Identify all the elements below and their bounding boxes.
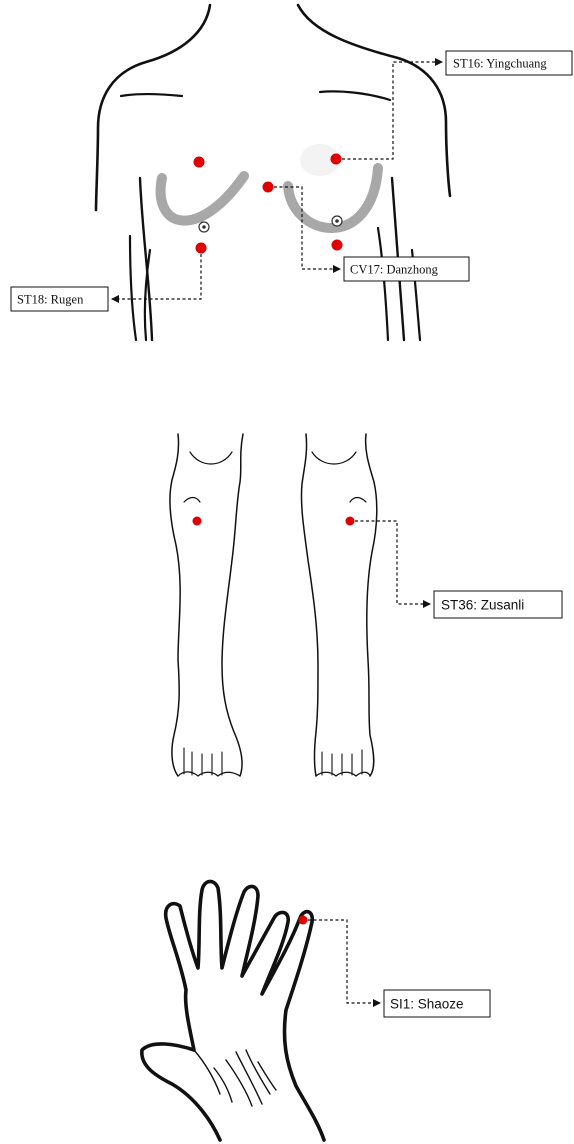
leg-acupoints: ST36: Zusanli [193,517,563,619]
left-foot-toes [178,772,240,776]
right-leg-outer-line [366,434,377,776]
left-nipple-center [202,225,206,229]
acupoint-marker-lower-right [332,240,343,251]
left-breast-arc [161,176,244,221]
right-knee-crease [350,498,366,503]
torso-figure [96,5,450,340]
leader-line-st16 [342,62,442,159]
hand-acupoints: SI1: Shaoze [299,916,491,1018]
left-side-outline [140,178,152,340]
label-si1: SI1: Shaoze [390,997,464,1012]
right-arm-line [378,228,388,340]
acupoint-marker-cv17 [263,182,274,193]
left-kneecap-line [190,452,232,464]
left-shoulder-outline [96,5,210,210]
right-nipple-center [335,219,339,223]
label-st36: ST36: Zusanli [441,598,524,613]
left-arm-line [130,236,136,340]
torso-acupoints: ST16: Yingchuang CV17: Danzhong ST18: Ru… [11,51,572,311]
hand-outline [142,881,324,1140]
hand-figure [142,881,324,1140]
acupoint-marker-left-leg [193,517,202,526]
acupoint-marker-si1 [299,916,308,925]
right-foot-toe-lines [322,750,362,775]
left-clavicle-line [121,94,182,96]
left-knee-crease [184,498,200,503]
left-leg-outer-line [170,434,180,776]
acupoint-marker-st16 [331,154,342,165]
thumb-crease [194,1050,220,1094]
label-st18: ST18: Rugen [17,293,84,307]
left-leg-inner-line [222,434,243,776]
right-leg-inner-line [301,434,318,776]
acupoint-marker-st36 [346,517,355,526]
leader-line-si1 [308,920,380,1003]
acupoint-marker-st18 [196,243,207,254]
right-kneecap-line [312,452,356,464]
leader-line-st18 [112,254,201,299]
legs-figure [170,434,377,776]
acupoint-marker-upper-left [194,157,205,168]
label-st16: ST16: Yingchuang [453,57,547,71]
label-cv17: CV17: Danzhong [350,263,439,277]
leader-line-st36 [355,521,430,604]
palm-lines [214,1050,276,1106]
left-foot-toe-lines [184,748,222,775]
right-clavicle-line [320,91,390,100]
